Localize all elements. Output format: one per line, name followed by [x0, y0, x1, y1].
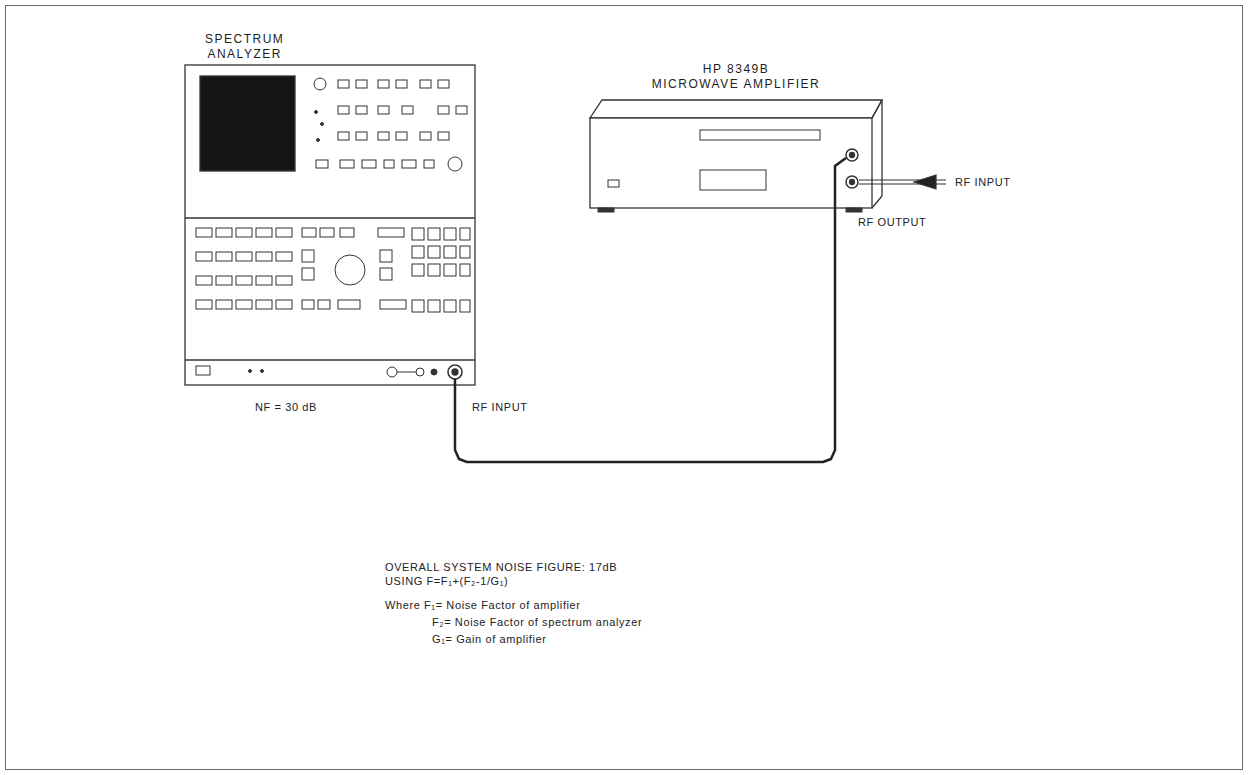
- legend-note: G₁= Gain of amplifier: [432, 632, 546, 646]
- instrument-heading: SPECTRUM ANALYZER: [205, 32, 284, 62]
- noise-figure-note: NF = 30 dB: [255, 400, 317, 414]
- coax-cable: [455, 212, 835, 462]
- port-label: RF OUTPUT: [858, 215, 926, 229]
- port-label: RF INPUT: [955, 175, 1011, 189]
- spectrum-analyzer: SPECTRUM ANALYZER: [185, 26, 477, 386]
- result-note: OVERALL SYSTEM NOISE FIGURE: 17dB: [385, 560, 617, 574]
- port-label: RF INPUT: [472, 400, 528, 414]
- microwave-amplifier-drawing: [590, 100, 882, 212]
- formula-note: USING F=F₁+(F₂-1/G₁): [385, 574, 508, 588]
- input-arrow: [859, 175, 946, 189]
- legend-note: Where F₁= Noise Factor of amplifier: [385, 598, 581, 612]
- legend-note: F₂= Noise Factor of spectrum analyzer: [432, 615, 642, 629]
- instrument-heading: HP 8349B MICROWAVE AMPLIFIER: [590, 62, 882, 92]
- microwave-amplifier: HP 8349B MICROWAVE AMPLIFIER: [590, 58, 882, 212]
- page-frame: [6, 6, 1243, 770]
- spectrum-analyzer-drawing: [185, 65, 475, 386]
